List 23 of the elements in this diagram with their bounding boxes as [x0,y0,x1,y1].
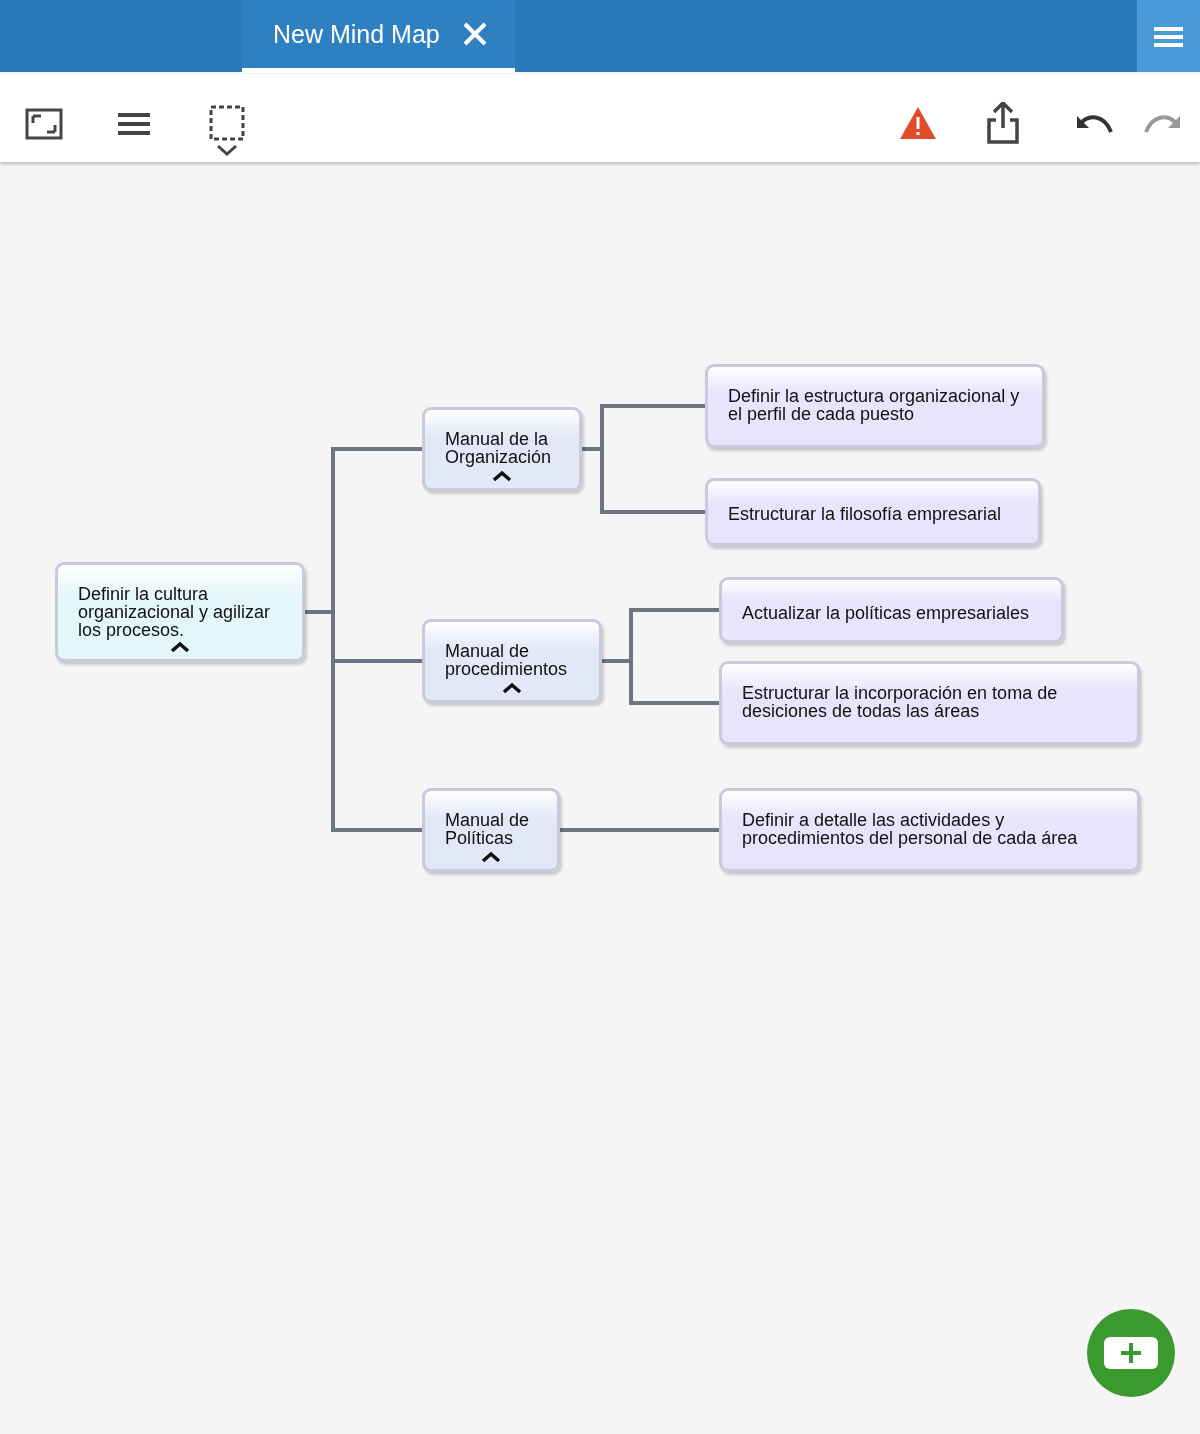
connector-line [582,447,705,514]
node-text: Manual de Políticas [445,811,531,847]
node-text: Manual de procedimientos [445,642,569,678]
node-text: Definir a detalle las actividades y procedimientos del personal de cada área [742,811,1079,847]
topic-node [422,407,582,491]
topic-node [705,478,1041,546]
connector-line [560,828,719,832]
tab-title: New Mind Map [273,19,440,49]
connector-line [602,659,719,705]
node-text: Estructurar la filosofía empresarial [728,505,1002,523]
node-text: Definir la cultura organizacional y agilizar los procesos. [78,585,272,639]
node-text: Actualizar la políticas empresariales [742,604,1030,622]
topic-node [422,619,602,703]
topic-node [422,788,560,872]
topic-node [705,364,1045,448]
topic-node [719,577,1064,643]
topic-node [55,562,305,662]
topic-node [719,661,1140,745]
connector-line [305,610,422,832]
node-text: Definir la estructura organizacional y el perfil de cada puesto [728,387,1021,423]
topic-node [719,788,1140,872]
node-text: Manual de la Organización [445,430,553,466]
node-text: Estructurar la incorporación en toma de desiciones de todas las áreas [742,684,1059,720]
